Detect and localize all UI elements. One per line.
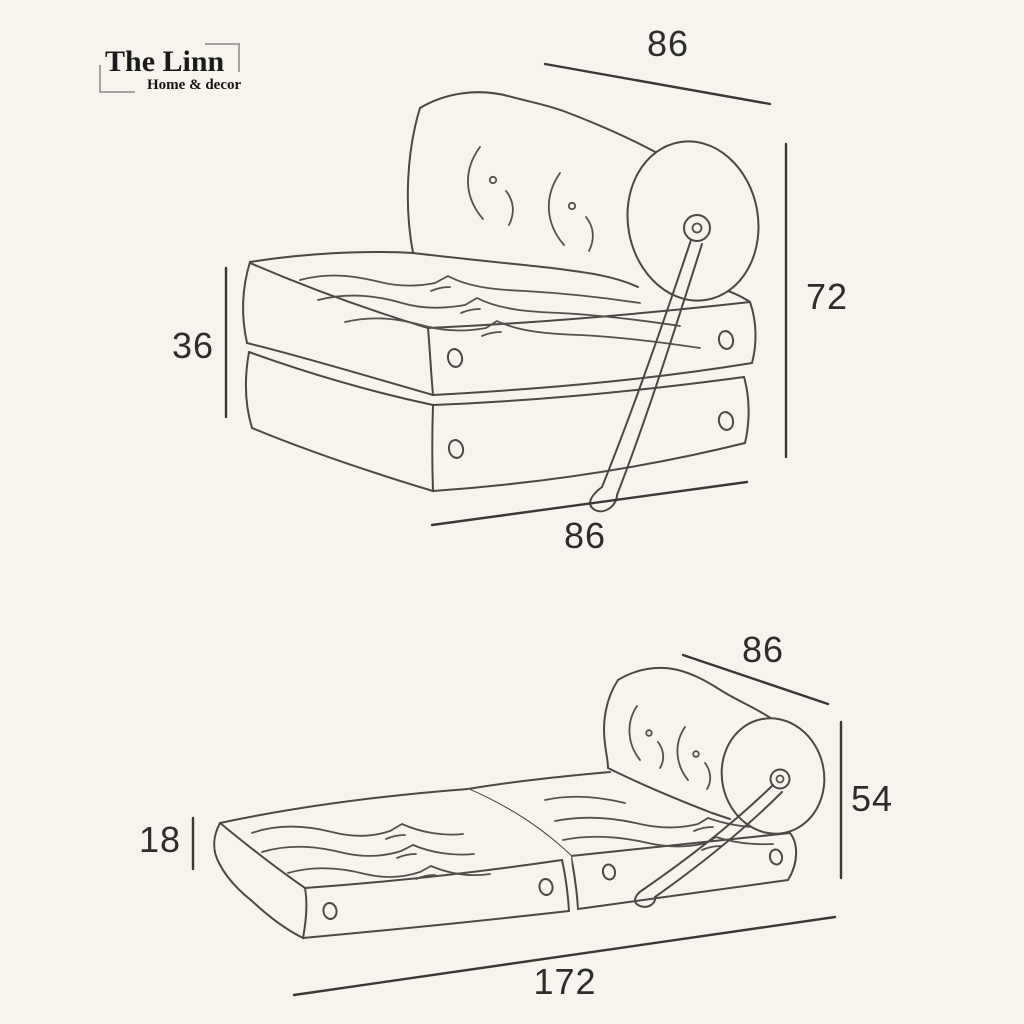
mattress-button <box>717 411 735 431</box>
unfolded-bolster-cushion <box>603 665 826 835</box>
dim-line-unfolded-total-length <box>292 915 837 997</box>
tuft-button <box>692 750 700 758</box>
bolster-end-face <box>626 140 760 302</box>
dim-value-folded-top-width: 86 <box>646 23 690 64</box>
dim-value-unfolded-back-height: 54 <box>850 778 894 819</box>
dim-value-folded-depth: 86 <box>563 515 607 556</box>
mattress-button <box>717 330 735 350</box>
brand-tagline: Home & decor <box>147 77 242 93</box>
dim-value-unfolded-total-length: 172 <box>533 961 597 1002</box>
logo-corner-bracket-bottom-left <box>99 65 135 93</box>
unfolded-futon-drawing <box>213 665 826 939</box>
handle-hub <box>683 214 711 242</box>
dim-line-folded-top-width <box>543 62 772 106</box>
mattress-button <box>601 863 617 881</box>
mattress-button <box>538 878 554 896</box>
tuft-button <box>488 175 498 185</box>
brand-name: The Linn <box>105 45 225 78</box>
handle-hub <box>769 768 791 790</box>
dim-value-folded-total-height: 72 <box>805 276 849 317</box>
dimension-lines <box>191 62 843 997</box>
bolster-end-face <box>720 717 826 835</box>
mattress-button <box>322 902 338 920</box>
tuft-button <box>645 729 653 737</box>
folded-bottom-mattress <box>244 351 750 492</box>
folded-handle-wire <box>589 239 703 513</box>
folded-futon-drawing <box>242 91 760 513</box>
dim-value-unfolded-bolster-width: 86 <box>741 629 785 670</box>
unfolded-left-mattress <box>213 788 572 939</box>
dim-line-unfolded-bolster-width <box>681 653 830 706</box>
mattress-button <box>447 439 465 459</box>
dim-line-folded-depth <box>430 480 749 527</box>
brand-logo: The Linn Home & decor <box>96 40 242 96</box>
mattress-button <box>768 848 784 866</box>
logo-corner-bracket-top-right <box>205 43 240 72</box>
folded-top-mattress <box>242 251 757 396</box>
dim-value-unfolded-mattress-height: 18 <box>138 819 182 860</box>
folded-bolster-cushion <box>406 91 760 302</box>
unfolded-handle-wire <box>634 784 783 908</box>
dim-value-folded-seat-height: 36 <box>171 325 215 366</box>
mattress-button <box>446 348 464 368</box>
tuft-button <box>567 201 577 211</box>
